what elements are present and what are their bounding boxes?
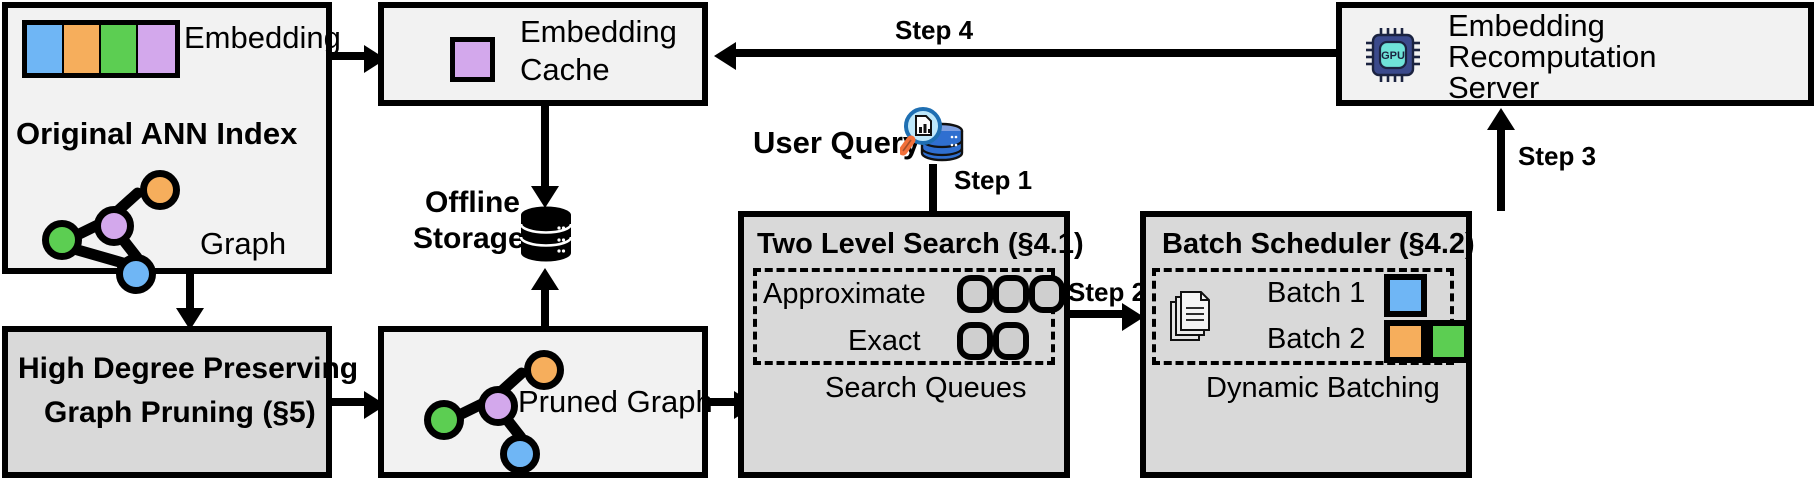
graph-pruning-box bbox=[2, 326, 332, 478]
step4-label: Step 4 bbox=[895, 15, 974, 45]
search-queues-panel bbox=[753, 268, 1055, 365]
graph-label: Graph bbox=[200, 226, 287, 261]
batch-1-chip-blue bbox=[1384, 274, 1427, 317]
embedding-label: Embedding bbox=[184, 20, 341, 55]
batch-2-label: Batch 2 bbox=[1267, 323, 1366, 355]
arrow-prunedgraph-to-search-line bbox=[708, 398, 740, 406]
arrow-step2-line bbox=[1070, 310, 1128, 318]
query-search-database-icon bbox=[898, 104, 966, 170]
graph-node-orange bbox=[524, 350, 564, 390]
user-query-label: User Query bbox=[753, 125, 921, 160]
batch-1-label: Batch 1 bbox=[1267, 277, 1366, 309]
arrow-prunedgraph-to-storage-head bbox=[531, 268, 559, 290]
arrow-cache-to-storage-head bbox=[531, 186, 559, 208]
recompute-server-line3: Server bbox=[1448, 70, 1540, 105]
embedding-chip-green bbox=[99, 23, 140, 75]
pruned-graph-label: Pruned Graph bbox=[518, 384, 713, 419]
pruned-graph-graphic bbox=[412, 344, 572, 474]
graph-pruning-line1: High Degree Preserving bbox=[18, 352, 359, 385]
graph-node-orange bbox=[140, 170, 180, 210]
exact-queue-slot bbox=[993, 322, 1029, 360]
embedding-chip-orange bbox=[62, 23, 103, 75]
exact-label: Exact bbox=[848, 325, 921, 357]
graph-node-blue bbox=[116, 254, 156, 294]
batch-2-chip-green bbox=[1427, 320, 1470, 363]
arrow-annindex-to-cache-line bbox=[332, 52, 370, 60]
graph-node-purple bbox=[478, 386, 518, 426]
search-queues-caption: Search Queues bbox=[825, 372, 1027, 404]
recompute-server-line1: Embedding bbox=[1448, 8, 1605, 43]
embedding-cache-line2: Cache bbox=[520, 52, 610, 87]
graph-node-blue bbox=[500, 434, 540, 474]
step2-label: Step 2 bbox=[1068, 277, 1147, 307]
arrow-step4-head bbox=[714, 42, 736, 70]
embedding-chip-blue bbox=[25, 23, 66, 75]
approximate-label: Approximate bbox=[763, 278, 926, 310]
arrow-pruning-to-prunedgraph-line bbox=[332, 398, 370, 406]
svg-text:GPU: GPU bbox=[1381, 50, 1405, 62]
offline-storage-line2: Storage bbox=[413, 222, 525, 255]
graph-node-green bbox=[42, 220, 82, 260]
arrow-annindex-to-pruning-head bbox=[176, 308, 204, 330]
step1-label: Step 1 bbox=[954, 165, 1033, 195]
arrow-step4-line bbox=[736, 49, 1336, 57]
approximate-queue-slot bbox=[993, 275, 1029, 313]
arrow-cache-to-storage-line bbox=[541, 106, 549, 192]
original-ann-index-title: Original ANN Index bbox=[16, 116, 298, 151]
ann-index-graph bbox=[40, 168, 185, 294]
gpu-chip-icon: GPU bbox=[1364, 26, 1422, 84]
graph-node-purple bbox=[94, 206, 134, 246]
recomputation-server-box bbox=[1336, 2, 1814, 106]
arrow-step3-line bbox=[1497, 128, 1505, 211]
two-level-search-title: Two Level Search (§4.1) bbox=[757, 228, 1084, 260]
embedding-cache-box bbox=[378, 2, 708, 106]
embedding-chip-purple bbox=[136, 23, 177, 75]
approximate-queue-slot bbox=[957, 275, 993, 313]
batch-scheduler-title: Batch Scheduler (§4.2) bbox=[1162, 228, 1475, 260]
recompute-server-line2: Recomputation bbox=[1448, 39, 1657, 74]
approximate-queue-slot bbox=[1029, 275, 1065, 313]
arrow-prunedgraph-stem bbox=[541, 290, 549, 326]
graph-node-green bbox=[424, 400, 464, 440]
arrow-step1-line bbox=[929, 164, 937, 240]
batch-2-chip-orange bbox=[1384, 320, 1427, 363]
offline-storage-line1: Offline bbox=[425, 186, 520, 219]
database-icon bbox=[518, 206, 574, 262]
dynamic-batching-panel bbox=[1152, 268, 1454, 365]
embedding-cache-chip bbox=[450, 37, 495, 82]
exact-queue-slot bbox=[957, 322, 993, 360]
embedding-strip bbox=[22, 20, 180, 78]
step3-label: Step 3 bbox=[1518, 141, 1597, 171]
arrow-step2-head bbox=[1122, 303, 1144, 331]
documents-icon bbox=[1168, 288, 1214, 346]
graph-pruning-line2: Graph Pruning (§5) bbox=[44, 396, 316, 429]
embedding-cache-line1: Embedding bbox=[520, 14, 677, 49]
arrow-annindex-to-pruning-line bbox=[186, 274, 194, 312]
dynamic-batching-caption: Dynamic Batching bbox=[1206, 372, 1440, 404]
arrow-step3-head bbox=[1487, 108, 1515, 130]
